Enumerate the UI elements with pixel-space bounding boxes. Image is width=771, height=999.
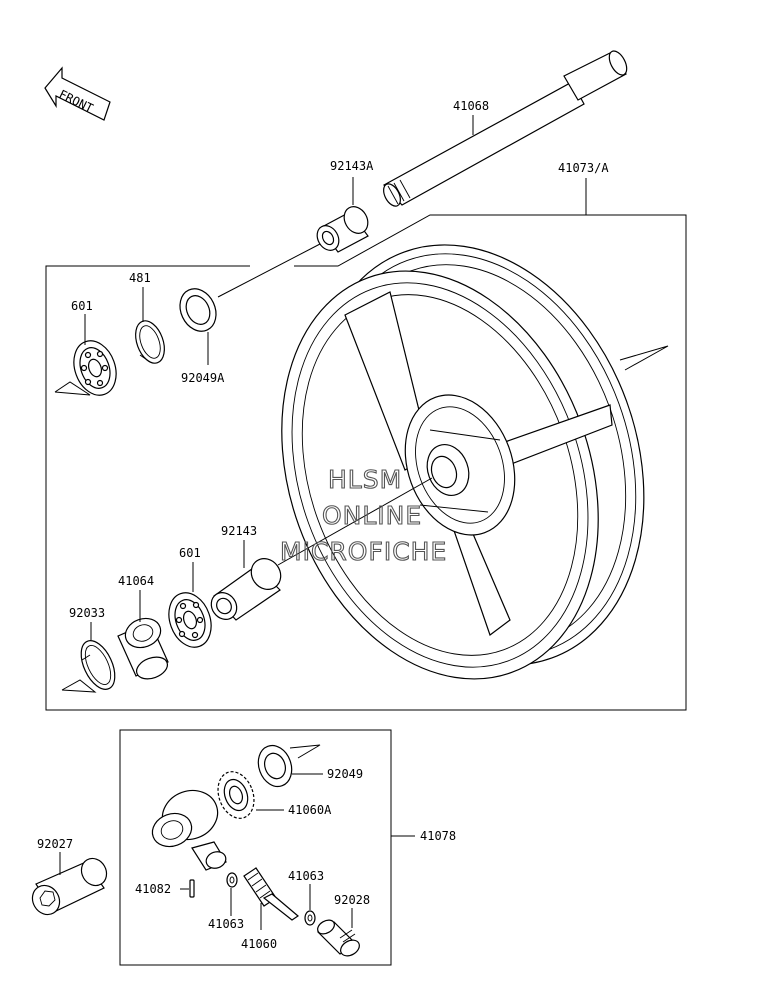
seal-92049-part xyxy=(257,744,293,788)
label-41063-right: 41063 xyxy=(288,869,324,883)
svg-text:ONLINE: ONLINE xyxy=(322,501,422,530)
washer-41063-left-part xyxy=(226,872,238,888)
label-601-bottom: 601 xyxy=(179,546,201,560)
label-41060: 41060 xyxy=(241,937,277,951)
pin-41082-part xyxy=(189,879,195,898)
wheel-rim-part xyxy=(281,244,645,680)
label-41082: 41082 xyxy=(135,882,171,896)
label-92027: 92027 xyxy=(37,837,73,851)
label-41060a: 41060A xyxy=(288,803,332,817)
label-41063-left: 41063 xyxy=(208,917,244,931)
label-41064: 41064 xyxy=(118,574,154,588)
label-92143a: 92143A xyxy=(330,159,374,173)
circlip-481-part xyxy=(135,320,165,364)
gear-housing-part xyxy=(151,789,227,871)
watermark-text: HLSM ONLINE MICROFICHE xyxy=(279,464,447,566)
axle-part xyxy=(383,50,628,207)
collar-92027-part xyxy=(31,857,108,916)
washer-41063-right-part xyxy=(304,910,316,926)
label-41073a: 41073/A xyxy=(558,161,609,175)
label-92049: 92049 xyxy=(327,767,363,781)
label-481: 481 xyxy=(129,271,151,285)
label-92028: 92028 xyxy=(334,893,370,907)
label-41078: 41078 xyxy=(420,829,456,843)
label-92049a: 92049A xyxy=(181,371,225,385)
hub-assembly-box xyxy=(119,729,392,966)
svg-text:HLSM: HLSM xyxy=(328,465,402,494)
svg-text:MICROFICHE: MICROFICHE xyxy=(280,537,447,566)
wheel-assembly-box xyxy=(45,214,687,711)
label-601-top: 601 xyxy=(71,299,93,313)
bearing-601-bottom-part xyxy=(168,592,212,648)
seal-92049a-part xyxy=(179,288,217,332)
collar-92143a-part xyxy=(316,206,369,253)
bearing-601-top-part xyxy=(73,340,117,396)
circlip-92033-part xyxy=(80,640,116,690)
collar-92143-part xyxy=(210,558,282,621)
bushing-92028-part xyxy=(317,919,360,957)
label-41068: 41068 xyxy=(453,99,489,113)
front-arrow-icon: FRONT xyxy=(44,66,111,121)
spacer-41064-part xyxy=(117,617,169,680)
pinion-41060-part xyxy=(243,867,299,921)
label-92033: 92033 xyxy=(69,606,105,620)
gear-41060a-part xyxy=(217,771,255,819)
label-92143: 92143 xyxy=(221,524,257,538)
